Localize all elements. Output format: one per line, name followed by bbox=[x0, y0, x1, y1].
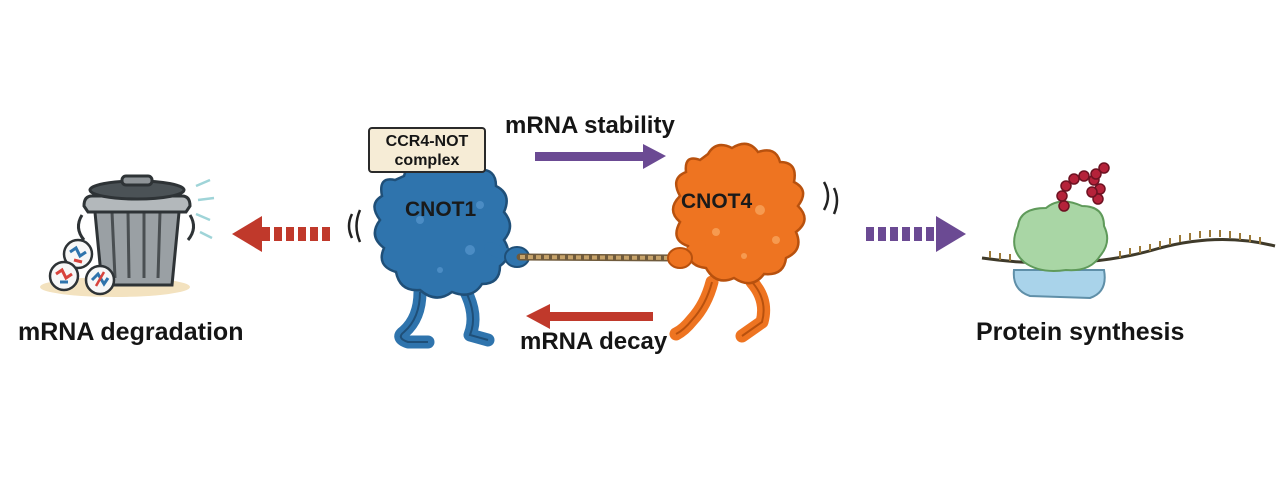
mrna-stability-label: mRNA stability bbox=[505, 112, 675, 139]
trash-can-icon bbox=[40, 174, 215, 297]
rope-icon bbox=[516, 253, 682, 262]
decay-arrow bbox=[526, 304, 653, 329]
complex-label-line2: complex bbox=[394, 152, 460, 169]
mrna-decay-label: mRNA decay bbox=[520, 328, 668, 355]
cnot1-label: CNOT1 bbox=[405, 198, 477, 221]
cnot4-label: CNOT4 bbox=[681, 190, 753, 213]
cnot1-protein-icon bbox=[373, 157, 530, 349]
degradation-arrow bbox=[232, 216, 330, 252]
mrna-degradation-label: mRNA degradation bbox=[18, 318, 244, 346]
degraded-fragments-icon bbox=[48, 238, 116, 296]
cnot4-protein-icon bbox=[667, 142, 806, 343]
protein-synthesis-label: Protein synthesis bbox=[976, 318, 1185, 346]
synthesis-arrow bbox=[866, 216, 966, 252]
stability-arrow bbox=[535, 144, 666, 169]
ccr4-not-complex-label: CCR4-NOT complex bbox=[368, 127, 486, 173]
ribosome-icon bbox=[981, 200, 1276, 300]
complex-label-line1: CCR4-NOT bbox=[385, 133, 469, 150]
peptide-chain-icon bbox=[1056, 162, 1110, 212]
